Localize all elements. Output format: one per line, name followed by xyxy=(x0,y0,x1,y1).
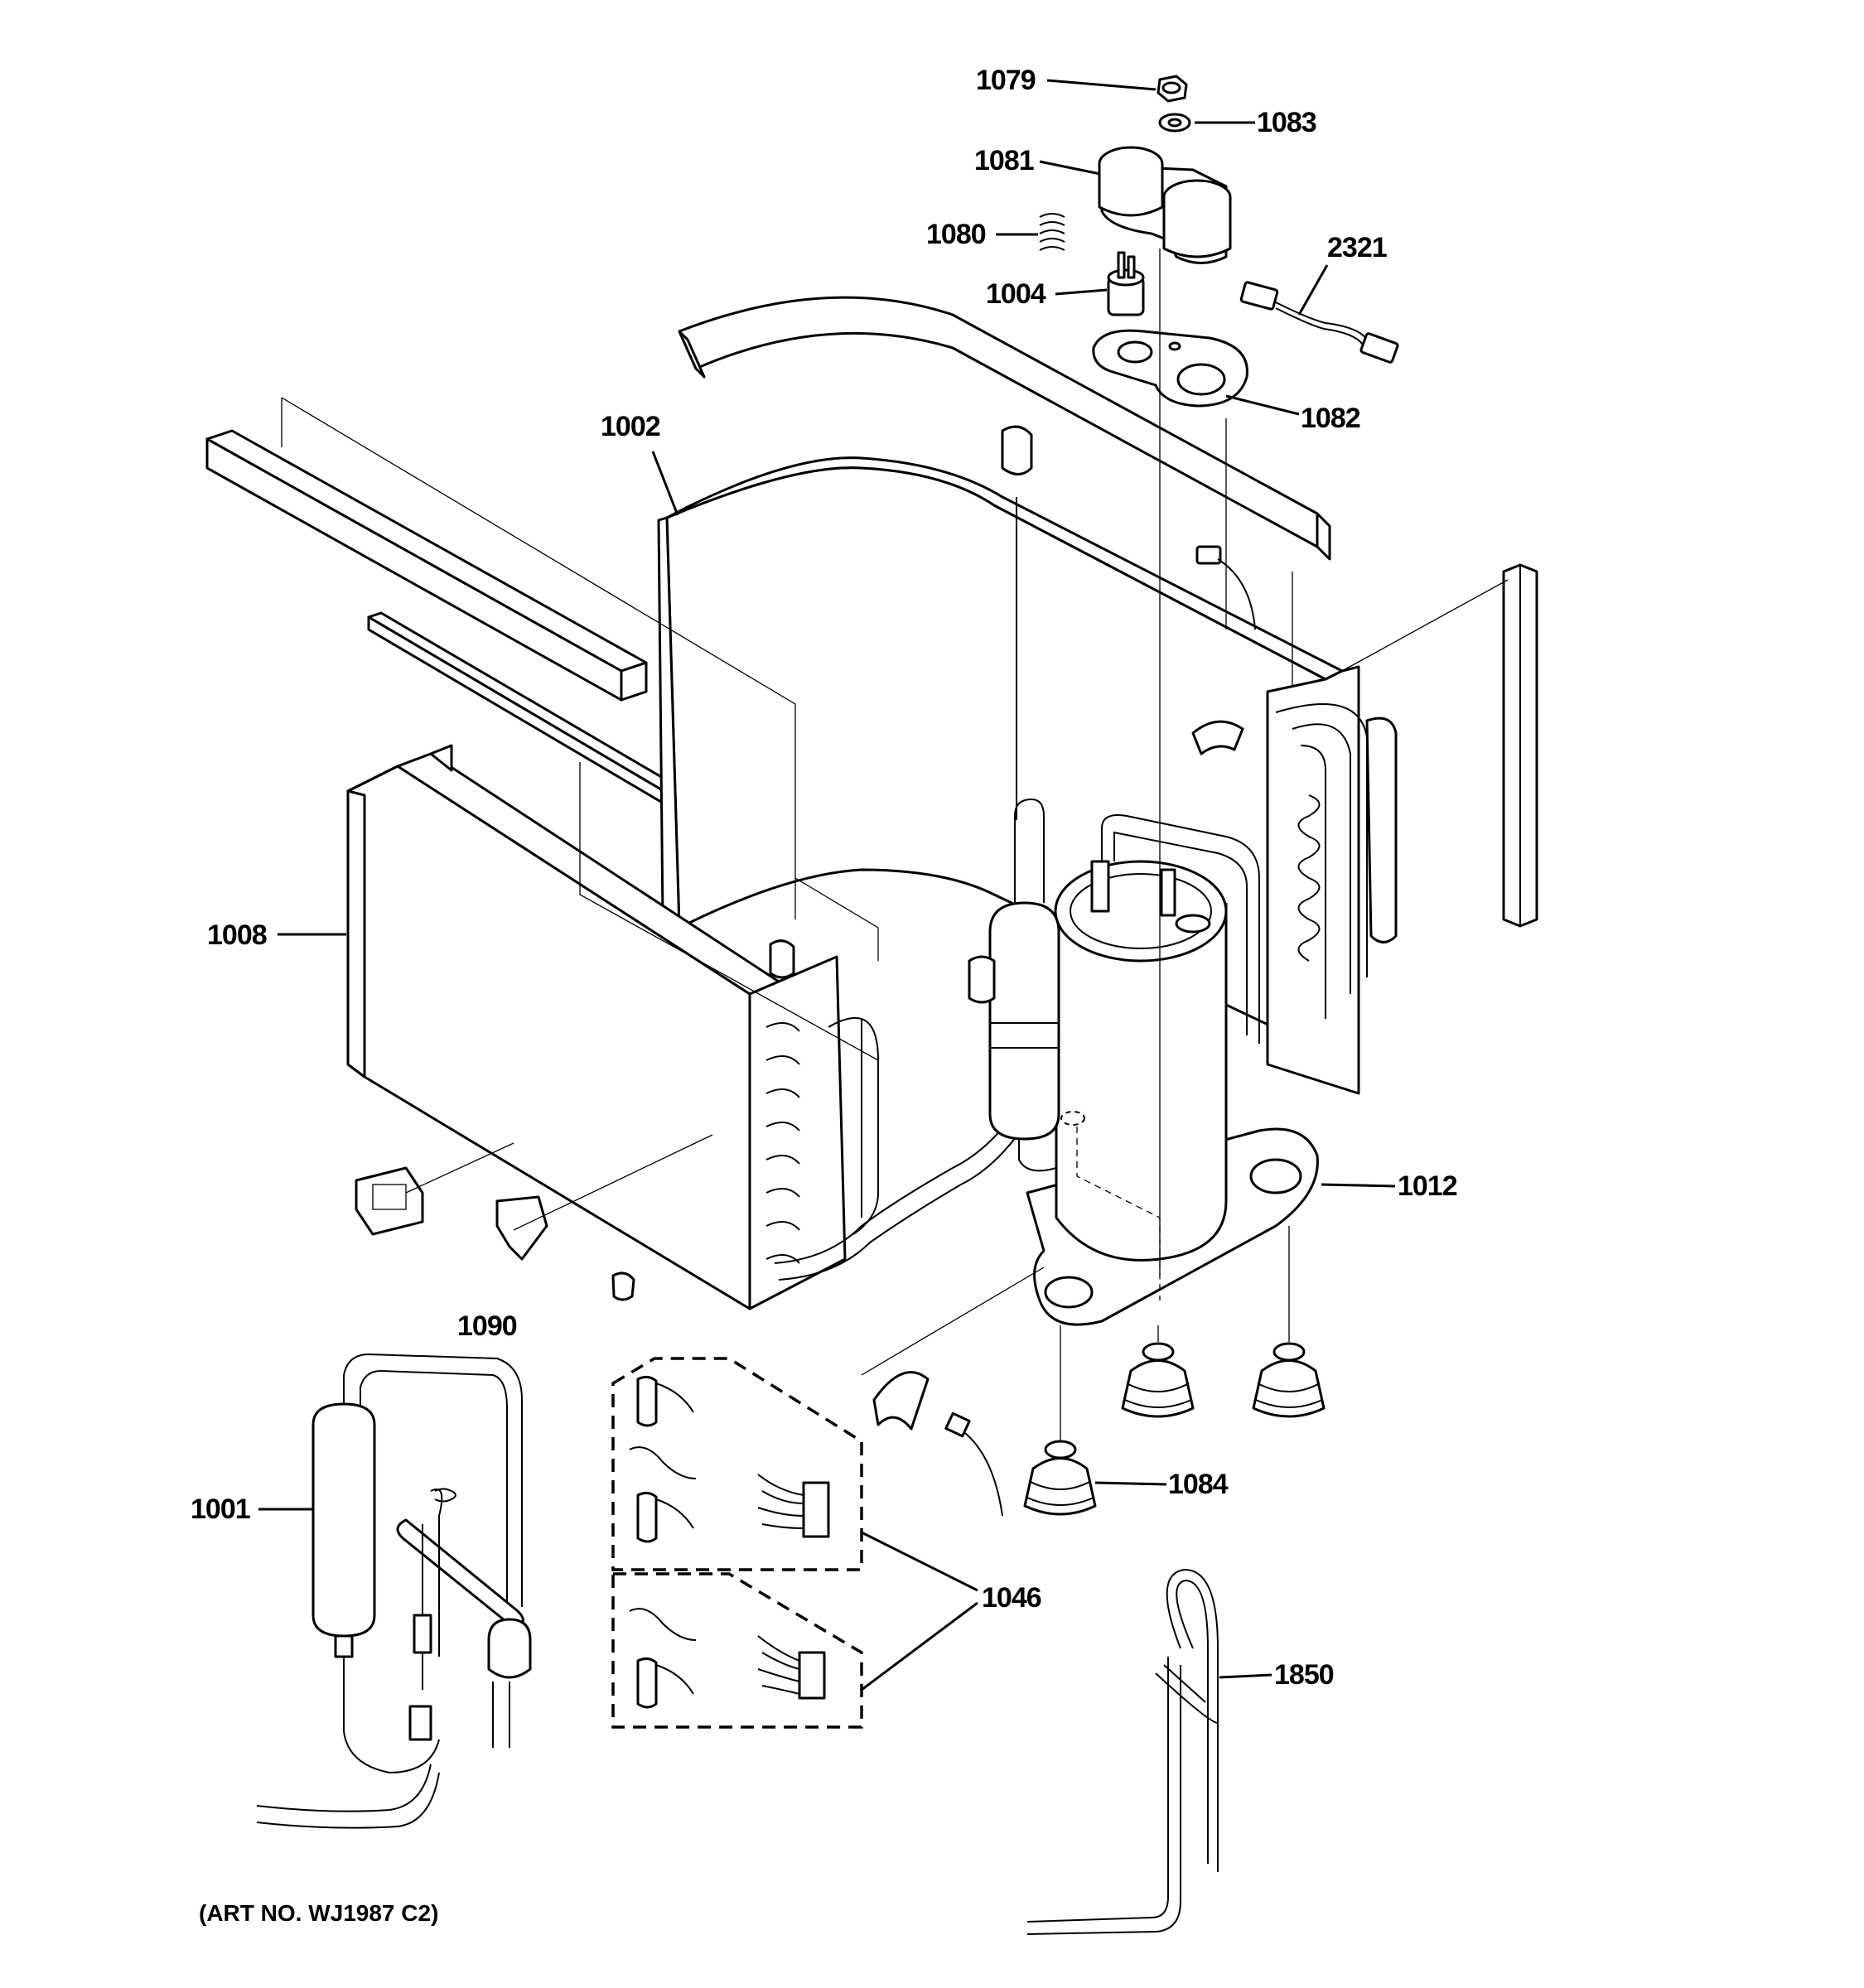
right-vertical-strip xyxy=(1502,563,1538,928)
mount-foot-2 xyxy=(1252,1342,1326,1418)
callout-1081: 1081 xyxy=(974,145,1034,176)
clip-1090 xyxy=(495,1195,548,1261)
nut-1079 xyxy=(1157,75,1188,103)
washer-1083 xyxy=(1158,113,1191,133)
left-foam-strip xyxy=(205,429,648,702)
callout-1008: 1008 xyxy=(207,919,267,951)
callout-1012: 1012 xyxy=(1398,1170,1457,1202)
callout-1083: 1083 xyxy=(1257,107,1316,138)
wire-harness-2321 xyxy=(1239,281,1399,364)
clip-right xyxy=(1191,720,1244,755)
plunger-1004 xyxy=(1107,251,1145,316)
callout-1082: 1082 xyxy=(1301,403,1360,434)
callout-1080: 1080 xyxy=(926,219,986,250)
callout-1001: 1001 xyxy=(191,1493,250,1525)
mount-foot-1 xyxy=(1121,1342,1195,1418)
callout-1079: 1079 xyxy=(976,65,1036,96)
callout-1002: 1002 xyxy=(601,411,660,442)
callout-1850: 1850 xyxy=(1274,1659,1334,1691)
thermistor-lead xyxy=(944,1411,1003,1517)
tube-insulation xyxy=(872,1371,930,1431)
connector-block xyxy=(355,1166,424,1236)
capillary-tube-1850 xyxy=(1026,1568,1219,1935)
art-number: (ART NO. WJ1987 C2) xyxy=(199,1900,438,1926)
compressor-1012 xyxy=(1026,814,1319,1326)
sensor-kit-box-1 xyxy=(611,1357,863,1571)
clip-small xyxy=(611,1271,635,1301)
mount-foot-3 xyxy=(1023,1440,1097,1516)
mounting-bracket-1082 xyxy=(1092,329,1248,408)
callout-2321: 2321 xyxy=(1327,232,1387,263)
callout-1046: 1046 xyxy=(982,1582,1041,1614)
clip-left-coil xyxy=(769,939,795,979)
indoor-coil-1008 xyxy=(346,744,1049,1310)
refrigerant-tubing-assembly-1001 xyxy=(256,1353,532,1829)
sensor-kit-box-2 xyxy=(611,1572,863,1729)
callout-1090: 1090 xyxy=(457,1310,517,1342)
callout-1084: 1084 xyxy=(1168,1469,1229,1500)
top-curved-strip xyxy=(678,296,1331,561)
callout-1004: 1004 xyxy=(986,278,1046,310)
spring-1080 xyxy=(1039,213,1065,251)
leader-lines xyxy=(258,79,1396,1691)
reversing-valve-coil-1081 xyxy=(1098,146,1232,264)
accumulator xyxy=(968,798,1060,1172)
connector-right xyxy=(1195,545,1256,630)
clip-top xyxy=(1001,425,1033,475)
